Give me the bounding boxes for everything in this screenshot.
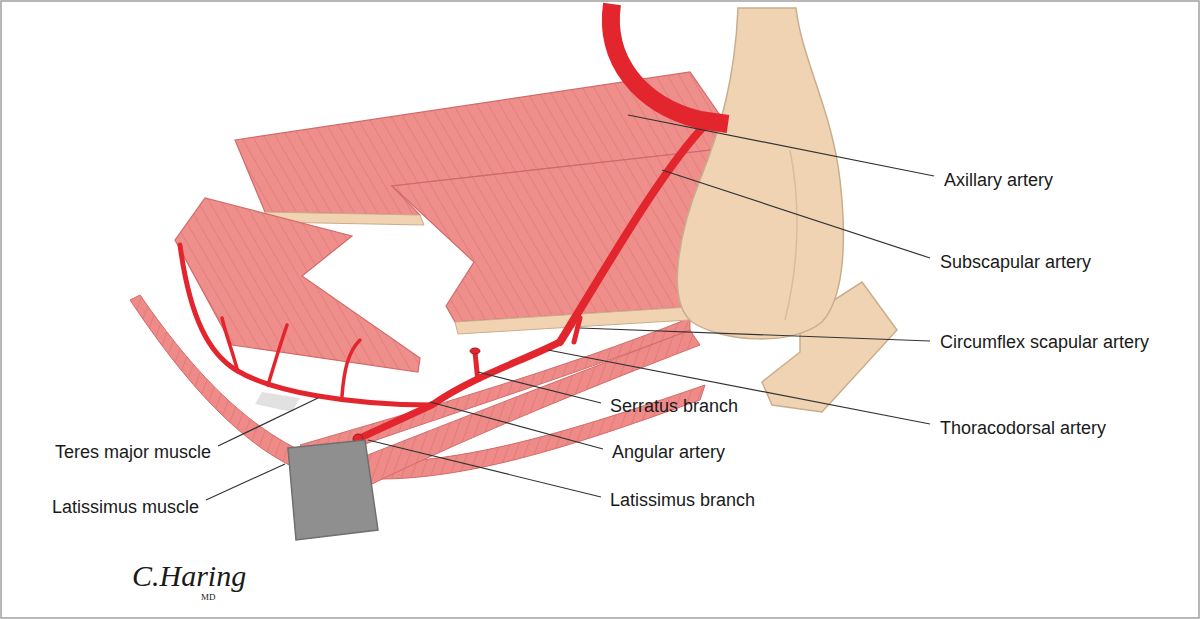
ligated-stump	[470, 348, 480, 354]
part-label: Axillary artery	[944, 170, 1053, 191]
signature: MD	[201, 592, 216, 602]
serratus-artery	[475, 352, 478, 382]
leader-line	[218, 398, 318, 446]
leader-line	[478, 372, 601, 403]
muscle-slab	[392, 150, 720, 322]
leader-line	[662, 170, 930, 258]
clamp	[288, 440, 378, 540]
part-label: Latissimus muscle	[52, 497, 199, 518]
bone	[677, 8, 843, 339]
leader-line	[368, 440, 601, 497]
angular-artery	[180, 245, 432, 405]
part-label: Latissimus branch	[610, 490, 755, 511]
leader-line	[580, 328, 930, 341]
subscapular-artery	[560, 124, 706, 342]
part-label: Circumflex scapular artery	[940, 332, 1149, 353]
circumflex-artery	[574, 318, 580, 342]
artery-twig	[268, 325, 287, 385]
leader-line	[548, 350, 930, 424]
leader-lines	[206, 115, 934, 500]
signature: C.Haring	[132, 559, 246, 594]
axillary-artery	[611, 4, 728, 124]
artery-twig	[222, 318, 238, 372]
part-label: Angular artery	[612, 442, 725, 463]
latissimus-fan	[300, 318, 690, 460]
leader-line	[206, 464, 285, 500]
part-label: Teres major muscle	[55, 442, 211, 463]
teres-highlight	[255, 392, 300, 412]
part-label: Serratus branch	[610, 396, 738, 417]
part-label: Thoracodorsal artery	[940, 418, 1106, 439]
leader-line	[430, 402, 603, 449]
part-label: Subscapular artery	[940, 252, 1091, 273]
leader-line	[628, 115, 934, 176]
artery-twig	[342, 340, 360, 396]
bone-contour	[785, 150, 797, 320]
thoracodorsal-artery	[360, 342, 560, 438]
